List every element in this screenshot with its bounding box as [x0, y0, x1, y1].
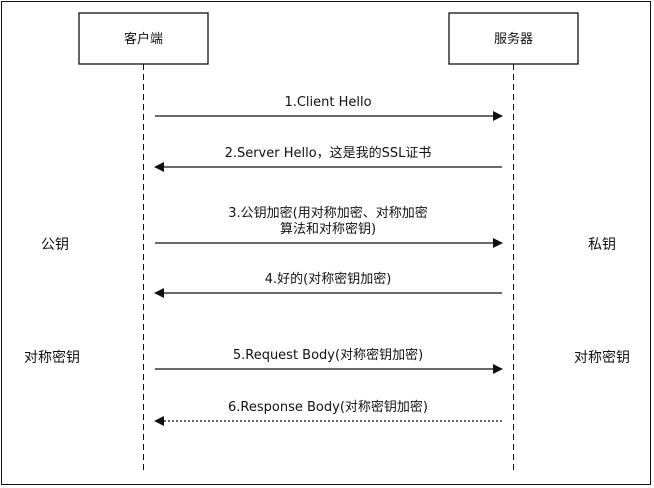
- server-symmetric-key-label: 对称密钥: [574, 349, 630, 366]
- message-6: 6.Response Body(对称密钥加密): [154, 399, 502, 426]
- message-label: 3.公钥加密(用对称加密、对称加密: [228, 205, 427, 221]
- messages: 1.Client Hello 2.Server Hello，这是我的SSL证书 3.…: [154, 95, 503, 426]
- message-label: 4.好的(对称密钥加密): [265, 271, 392, 287]
- server-box: [448, 12, 579, 65]
- message-label: 6.Response Body(对称密钥加密): [228, 399, 428, 415]
- client-label: 客户端: [124, 31, 163, 47]
- message-1: 1.Client Hello: [155, 95, 503, 121]
- message-2: 2.Server Hello，这是我的SSL证书: [154, 145, 502, 172]
- message-label: 1.Client Hello: [284, 95, 371, 110]
- message-5: 5.Request Body(对称密钥加密): [155, 347, 503, 374]
- server-private-key-label: 私钥: [588, 237, 616, 253]
- message-label: 算法和对称密钥): [280, 221, 376, 237]
- client-public-key-label: 公钥: [41, 237, 69, 253]
- client-symmetric-key-label: 对称密钥: [24, 349, 80, 366]
- message-label: 5.Request Body(对称密钥加密): [233, 347, 423, 363]
- server-label: 服务器: [494, 31, 533, 47]
- message-label: 2.Server Hello，这是我的SSL证书: [225, 145, 432, 161]
- message-4: 4.好的(对称密钥加密): [154, 271, 502, 298]
